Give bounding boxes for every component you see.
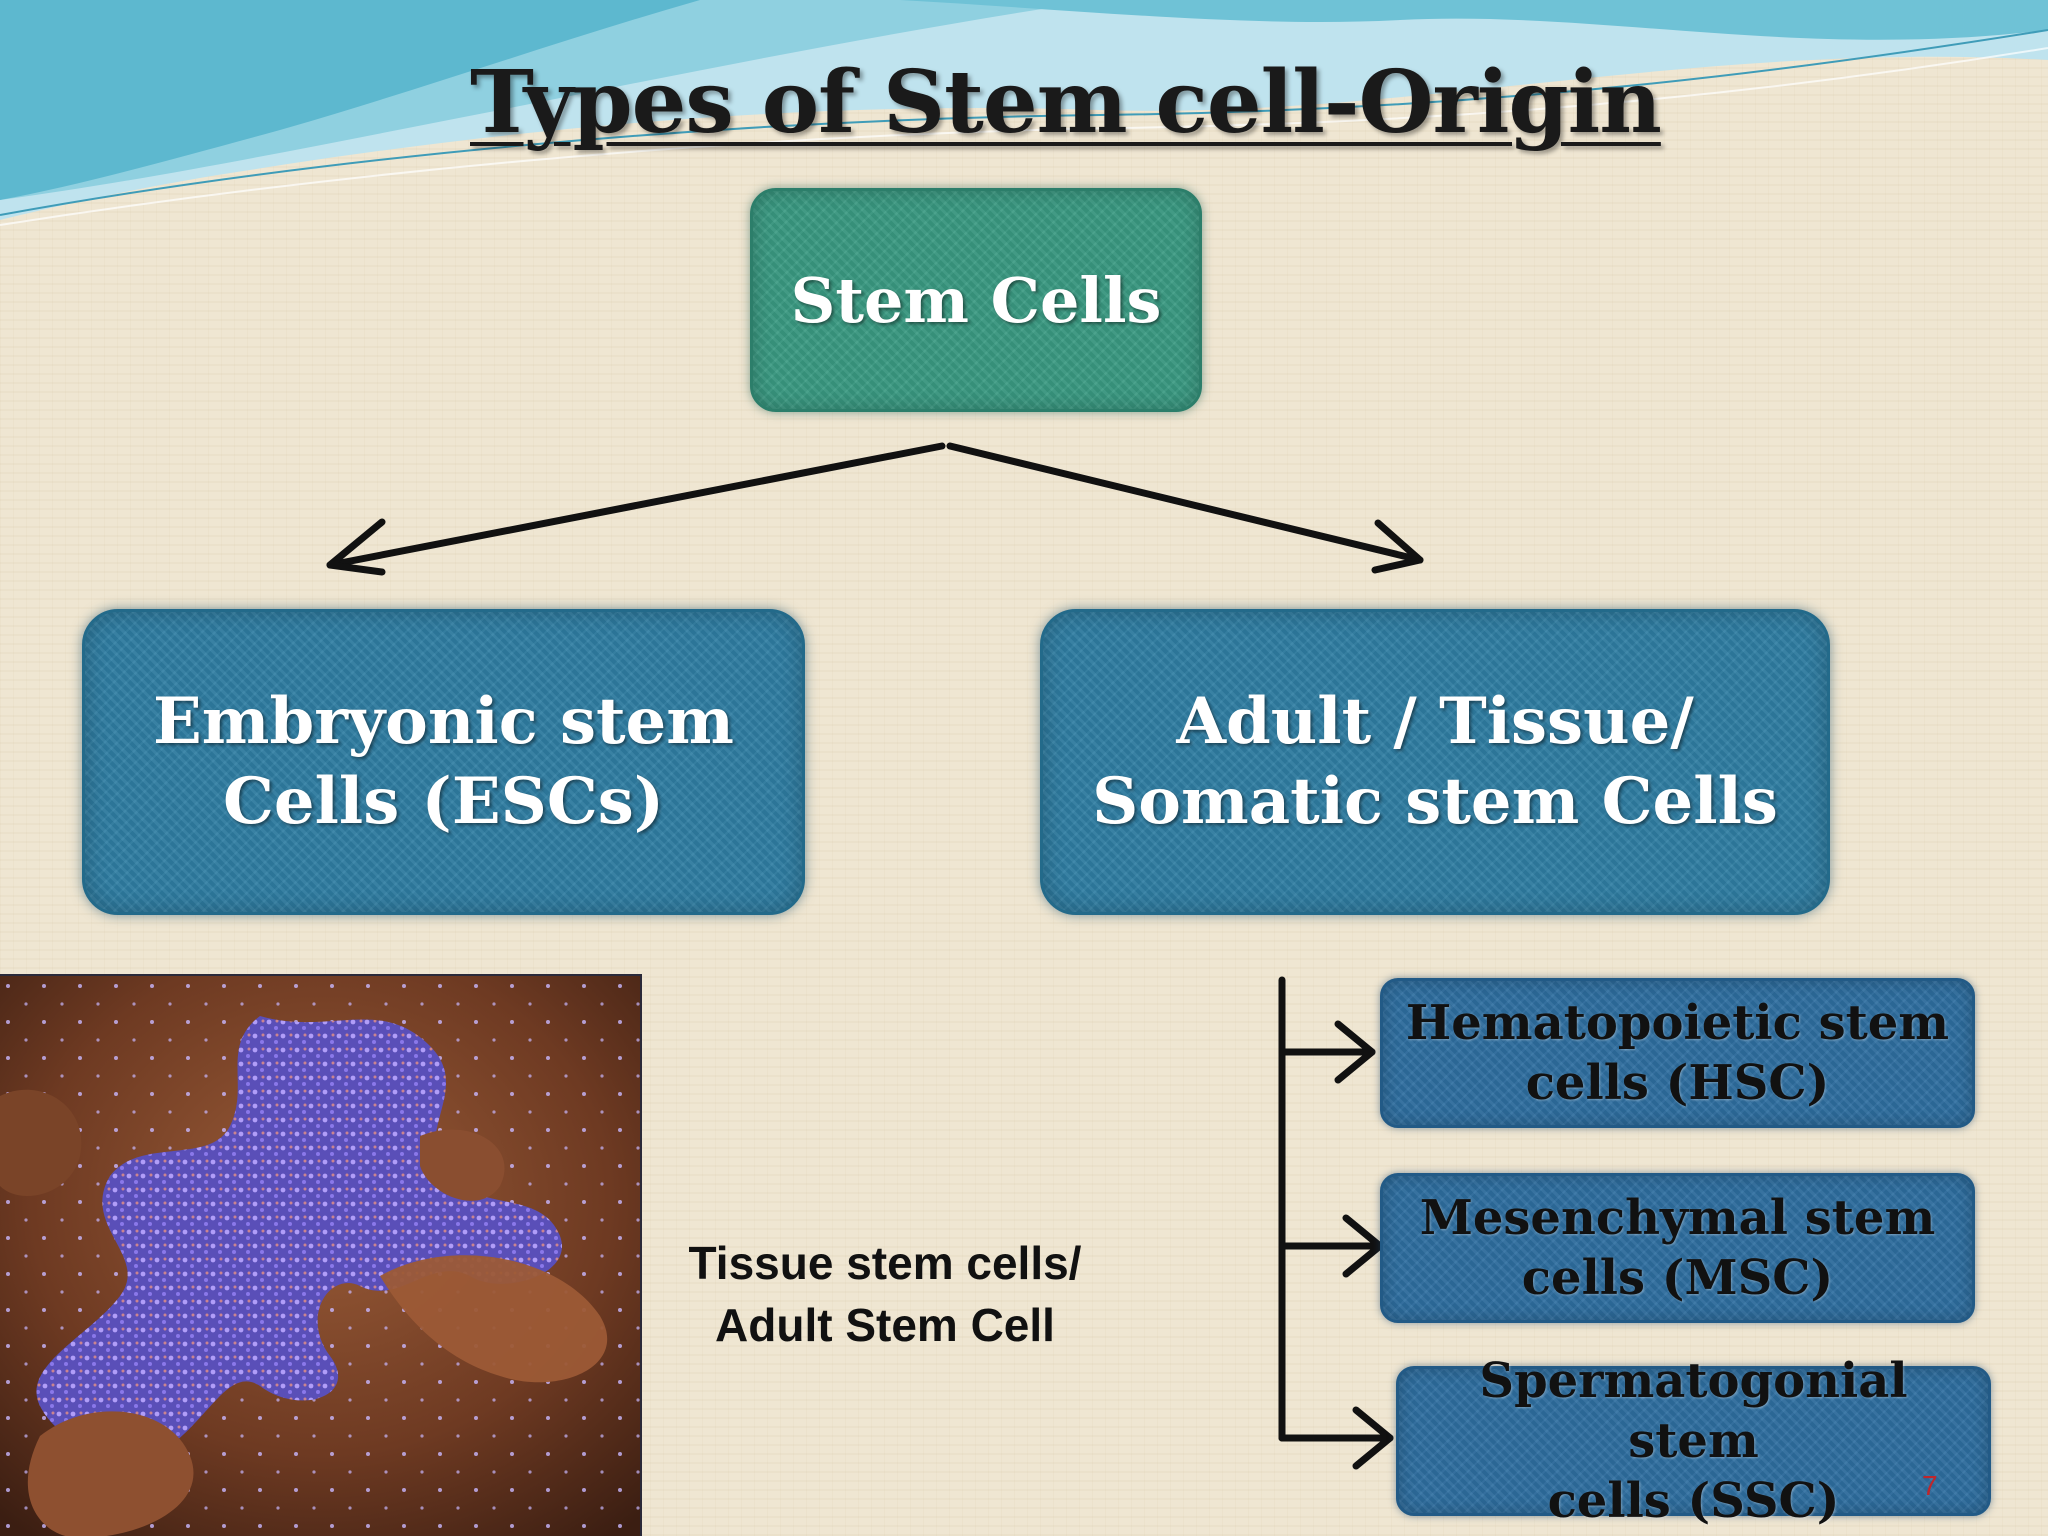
- node-embryonic-line1: Embryonic stem: [153, 684, 734, 759]
- node-mesenchymal: Mesenchymal stem cells (MSC): [1380, 1173, 1975, 1323]
- arrowhead-msc: [1342, 1214, 1384, 1278]
- arrowhead-embryonic: [326, 518, 386, 576]
- image-caption: Tissue stem cells/ Adult Stem Cell: [660, 1232, 1110, 1356]
- node-hematopoietic: Hematopoietic stem cells (HSC): [1380, 978, 1975, 1128]
- caption-line1: Tissue stem cells/: [688, 1237, 1082, 1289]
- slide-title: Types of Stem cell-Origin: [470, 52, 1662, 153]
- node-hsc-line2: cells (HSC): [1525, 1055, 1830, 1111]
- header-wave-decoration: [0, 0, 2048, 226]
- arrow-root-to-adult: [946, 442, 1424, 564]
- node-adult-stem-cells: Adult / Tissue/ Somatic stem Cells: [1040, 609, 1830, 915]
- node-ssc-line1: Spermatogonial stem: [1479, 1353, 1908, 1469]
- node-stem-cells: Stem Cells: [750, 188, 1202, 412]
- arrowhead-adult: [1371, 519, 1424, 574]
- node-msc-line2: cells (MSC): [1521, 1250, 1834, 1306]
- node-ssc-line2: cells (SSC): [1547, 1473, 1840, 1529]
- node-spermatogonial: Spermatogonial stem cells (SSC): [1396, 1353, 1991, 1529]
- node-msc-line1: Mesenchymal stem: [1419, 1190, 1936, 1246]
- node-adult-line1: Adult / Tissue/: [1176, 684, 1694, 759]
- caption-line2: Adult Stem Cell: [715, 1299, 1055, 1351]
- node-stem-cells-label: Stem Cells: [790, 263, 1162, 337]
- tissue-micrograph-image: [0, 974, 642, 1536]
- arrowhead-hsc: [1334, 1020, 1376, 1084]
- node-embryonic-stem-cells: Embryonic stem Cells (ESCs): [82, 609, 805, 915]
- node-adult-line2: Somatic stem Cells: [1092, 764, 1778, 839]
- slide-page-number: 7: [1922, 1470, 1938, 1501]
- arrowhead-ssc: [1352, 1406, 1394, 1470]
- arrow-root-to-embryonic: [326, 442, 946, 569]
- node-embryonic-line2: Cells (ESCs): [222, 764, 665, 839]
- node-hsc-line1: Hematopoietic stem: [1405, 995, 1950, 1051]
